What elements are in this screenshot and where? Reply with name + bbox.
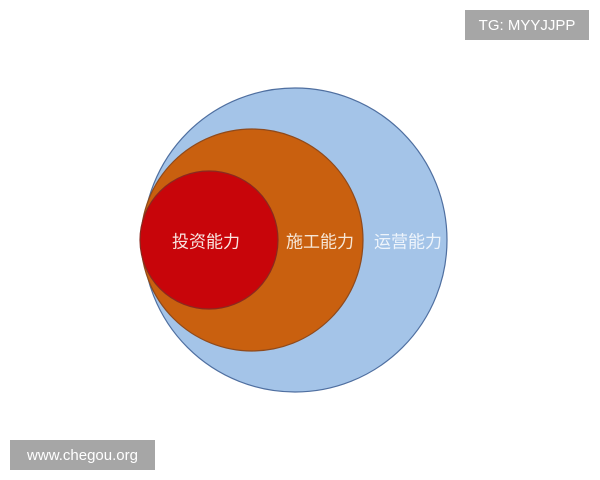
label-operation-capability: 运营能力 — [374, 232, 442, 253]
label-construction-capability: 施工能力 — [286, 232, 354, 253]
circle-investment — [139, 170, 279, 310]
watermark-top-right: TG: MYYJJPP — [465, 10, 589, 40]
label-investment-capability: 投资能力 — [172, 232, 240, 253]
watermark-bottom-left: www.chegou.org — [10, 440, 155, 470]
